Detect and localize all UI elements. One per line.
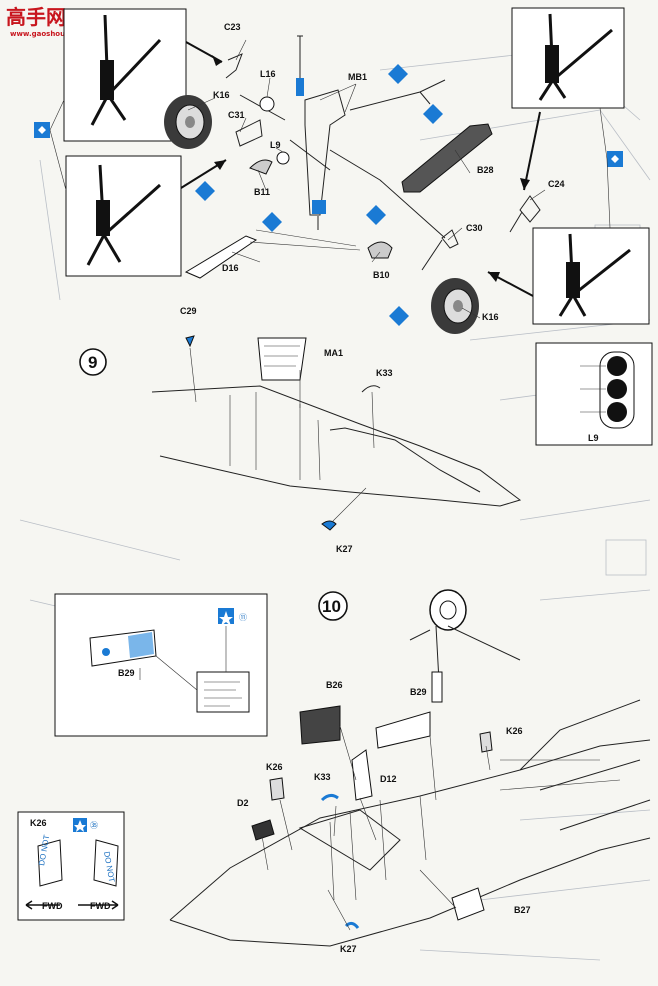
decal-number-35: ㉟ [90, 821, 98, 830]
inset-gear-top-right [511, 7, 625, 109]
label-D2: D2 [237, 798, 249, 808]
fuselage-nose-step9 [151, 335, 522, 531]
label-K33: K33 [376, 368, 393, 378]
step8-section: C23 L16 MB1 K16 C31 L9 B11 D16 B10 B28 C… [34, 7, 650, 334]
label-B10: B10 [373, 270, 390, 280]
part-C30 [421, 229, 459, 271]
label-L9-inset: L9 [588, 433, 599, 443]
part-C24 [509, 195, 541, 233]
fwd-arrow-left-icon [25, 900, 60, 910]
label-C23: C23 [224, 22, 241, 32]
label-K26-left: K26 [266, 762, 283, 772]
label-K16-right: K16 [482, 312, 499, 322]
label-C24: C24 [548, 179, 565, 189]
label-B29-inset: B29 [118, 668, 135, 678]
label-K16-left: K16 [213, 90, 230, 100]
nose-gear-step10 [409, 589, 521, 703]
gear-leg-sketch-2 [86, 164, 161, 266]
label-D16: D16 [222, 263, 239, 273]
diamond-marker-icons [195, 64, 443, 326]
part-MA1 [257, 337, 307, 381]
step9-section: 9 C29 MA1 K33 K27 L9 [79, 306, 653, 554]
part-D2 [251, 819, 275, 841]
decal-panel-right [93, 839, 119, 887]
label-C30: C30 [466, 223, 483, 233]
inset-L9 [535, 342, 653, 446]
label-C29: C29 [180, 306, 197, 316]
label-MB1: MB1 [348, 72, 367, 82]
door-D16 [184, 235, 258, 279]
decal-number-11: ⑪ [239, 613, 247, 622]
label-K26-inset: K26 [30, 818, 47, 828]
part-K33 [361, 385, 381, 393]
label-C31: C31 [228, 110, 245, 120]
label-fwd-right: FWD [90, 901, 111, 911]
part-K33-step10 [320, 793, 339, 802]
part-C23 [225, 53, 243, 79]
decal-panel-left [37, 839, 63, 887]
wheel-K16-right [431, 278, 479, 334]
decal-sheet [196, 671, 250, 713]
watermark-url: www.gaoshou.com [10, 30, 84, 38]
part-C31 [235, 119, 263, 147]
inset-gear-right [532, 227, 650, 325]
label-L16: L16 [260, 69, 276, 79]
label-K27-step10: K27 [340, 944, 357, 954]
gear-leg-sketch [90, 14, 162, 126]
step9-badge [79, 348, 107, 376]
part-B26 [299, 705, 341, 745]
wheel-K16-left [164, 95, 212, 149]
label-B28: B28 [477, 165, 494, 175]
part-D12 [351, 749, 373, 801]
label-K33-step10: K33 [314, 772, 331, 782]
label-D12: D12 [380, 774, 397, 784]
step9-number: 9 [88, 353, 97, 372]
label-B11: B11 [254, 187, 270, 197]
fuselage-step10 [169, 699, 651, 947]
part-K26-left [269, 777, 285, 801]
view-arrow-icon-left [34, 122, 50, 138]
inset-B29 [54, 593, 268, 737]
label-B29: B29 [410, 687, 427, 697]
label-L9: L9 [270, 140, 281, 150]
step10-number: 10 [322, 597, 341, 616]
door-B28 [401, 123, 493, 193]
part-L9 [276, 151, 290, 165]
view-arrow-icon-right [607, 151, 623, 167]
part-B10 [367, 241, 393, 259]
main-strut [239, 35, 446, 239]
label-fwd-left: FWD [42, 901, 63, 911]
part-C29 [185, 335, 195, 348]
fwd-arrow-right-icon [78, 900, 119, 910]
part-B29-panel [375, 711, 431, 749]
part-B27 [451, 887, 485, 921]
label-MA1: MA1 [324, 348, 343, 358]
label-K27: K27 [336, 544, 353, 554]
watermark-chars: 高手网 [6, 5, 66, 29]
part-K27 [321, 520, 337, 531]
part-L16 [259, 96, 275, 112]
label-K26-right: K26 [506, 726, 523, 736]
step10-badge [318, 591, 348, 621]
part-B11 [249, 159, 273, 175]
watermark-logo: 高手网 www.gaoshou.com [6, 5, 84, 38]
label-B26: B26 [326, 680, 343, 690]
part-K26-right [479, 731, 493, 753]
label-B27: B27 [514, 905, 531, 915]
step10-section: 10 ⑪ [17, 589, 651, 954]
